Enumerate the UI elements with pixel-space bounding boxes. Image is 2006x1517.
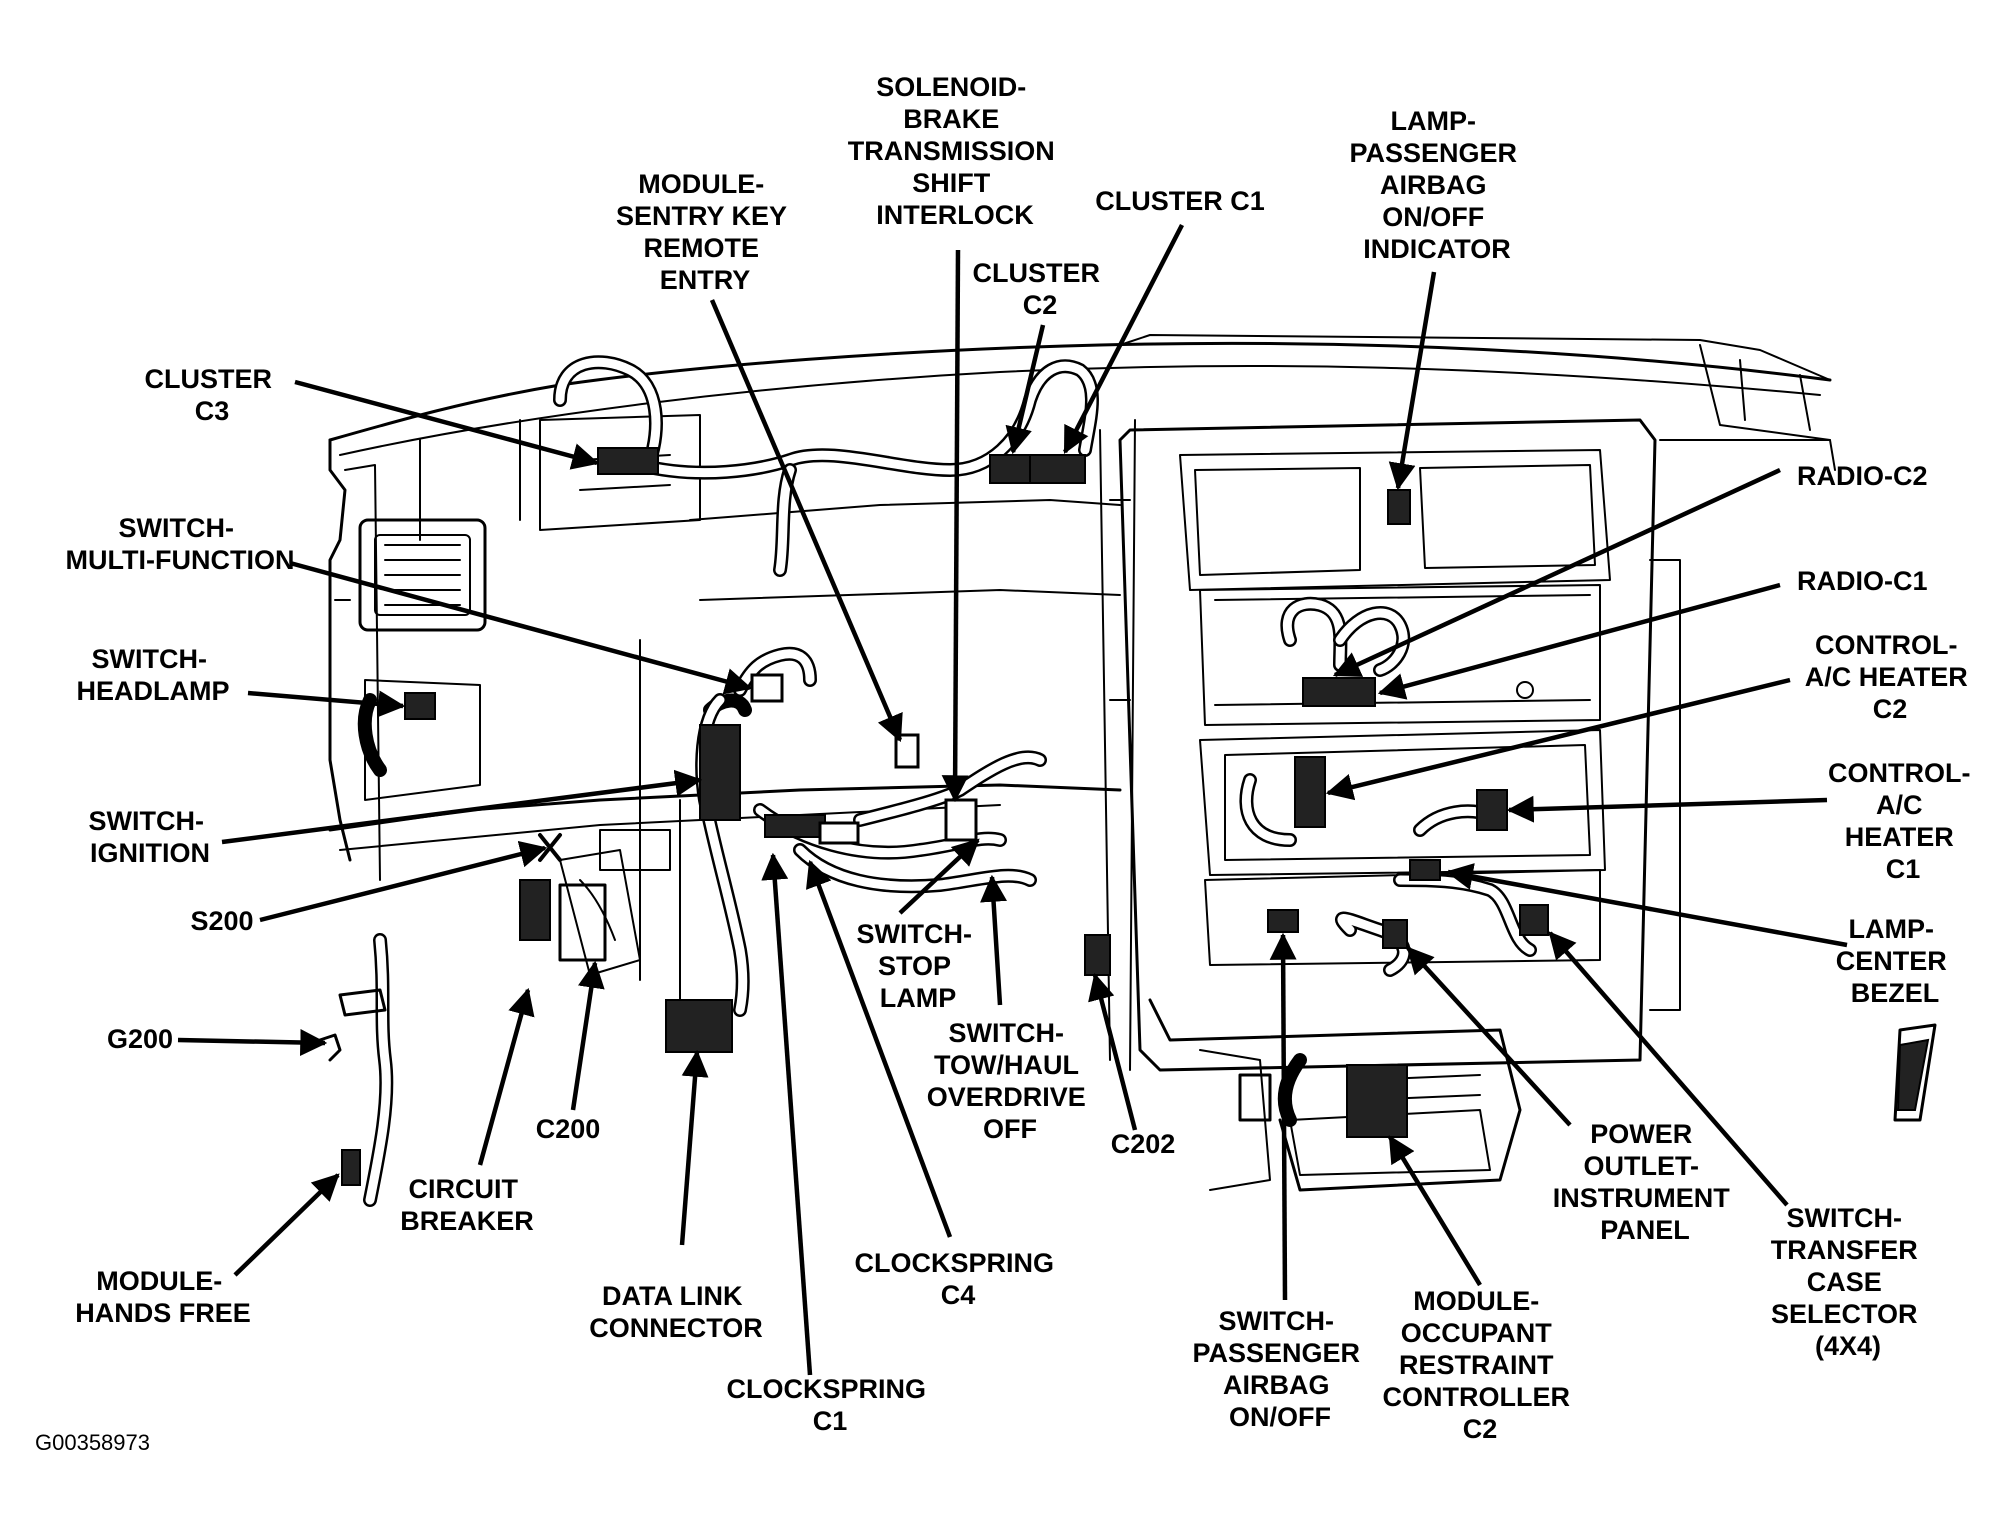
label-switch-transfer-case-selector: SWITCH- TRANSFER CASE SELECTOR (4X4): [1771, 1203, 1926, 1361]
label-cluster-c1: CLUSTER C1: [1095, 186, 1265, 216]
figure-id: G00358973: [35, 1430, 150, 1455]
label-clockspring-c1: CLOCKSPRING C1: [726, 1374, 933, 1436]
label-switch-multi-function: SWITCH- MULTI-FUNCTION: [66, 513, 295, 575]
label-control-ac-heater-c1: CONTROL- A/C HEATER C1: [1828, 758, 1978, 884]
label-switch-ignition: SWITCH- IGNITION: [89, 806, 212, 868]
callout-arrows: [177, 223, 1848, 1376]
label-control-ac-heater-c2: CONTROL- A/C HEATER C2: [1805, 630, 1976, 724]
label-c202: C202: [1111, 1129, 1176, 1159]
label-circuit-breaker: CIRCUIT BREAKER: [400, 1174, 534, 1236]
label-lamp-center-bezel: LAMP- CENTER BEZEL: [1836, 914, 1955, 1008]
label-module-hands-free: MODULE- HANDS FREE: [75, 1266, 251, 1328]
instrument-panel-illustration: [318, 334, 1937, 1207]
callout-labels: SOLENOID- BRAKE TRANSMISSION SHIFT INTER…: [35, 72, 1978, 1455]
label-switch-stop-lamp: SWITCH- STOP LAMP: [857, 919, 980, 1013]
label-s200: S200: [190, 906, 253, 936]
label-cluster-c3: CLUSTER C3: [144, 364, 279, 426]
label-data-link-connector: DATA LINK CONNECTOR: [589, 1281, 763, 1343]
label-module-sentry-key-remote-entry: MODULE- SENTRY KEY REMOTE ENTRY: [616, 169, 794, 295]
label-solenoid-brake-transmission-shift-interlock: SOLENOID- BRAKE TRANSMISSION SHIFT INTER…: [848, 72, 1063, 230]
label-radio-c1: RADIO-C1: [1797, 566, 1928, 596]
label-switch-passenger-airbag-on-off: SWITCH- PASSENGER AIRBAG ON/OFF: [1192, 1306, 1367, 1432]
label-lamp-passenger-airbag-indicator: LAMP- PASSENGER AIRBAG ON/OFF INDICATOR: [1349, 106, 1524, 264]
label-c200: C200: [536, 1114, 601, 1144]
label-cluster-c2: CLUSTER C2: [972, 258, 1107, 320]
label-g200: G200: [107, 1024, 173, 1054]
label-radio-c2: RADIO-C2: [1797, 461, 1928, 491]
label-switch-headlamp: SWITCH- HEADLAMP: [77, 644, 230, 706]
label-module-occupant-restraint-controller-c2: MODULE- OCCUPANT RESTRAINT CONTROLLER C2: [1383, 1286, 1578, 1444]
label-switch-tow-haul-overdrive-off: SWITCH- TOW/HAUL OVERDRIVE OFF: [927, 1018, 1094, 1144]
label-clockspring-c4: CLOCKSPRING C4: [854, 1248, 1061, 1310]
label-power-outlet-instrument-panel: POWER OUTLET- INSTRUMENT PANEL: [1553, 1119, 1738, 1245]
